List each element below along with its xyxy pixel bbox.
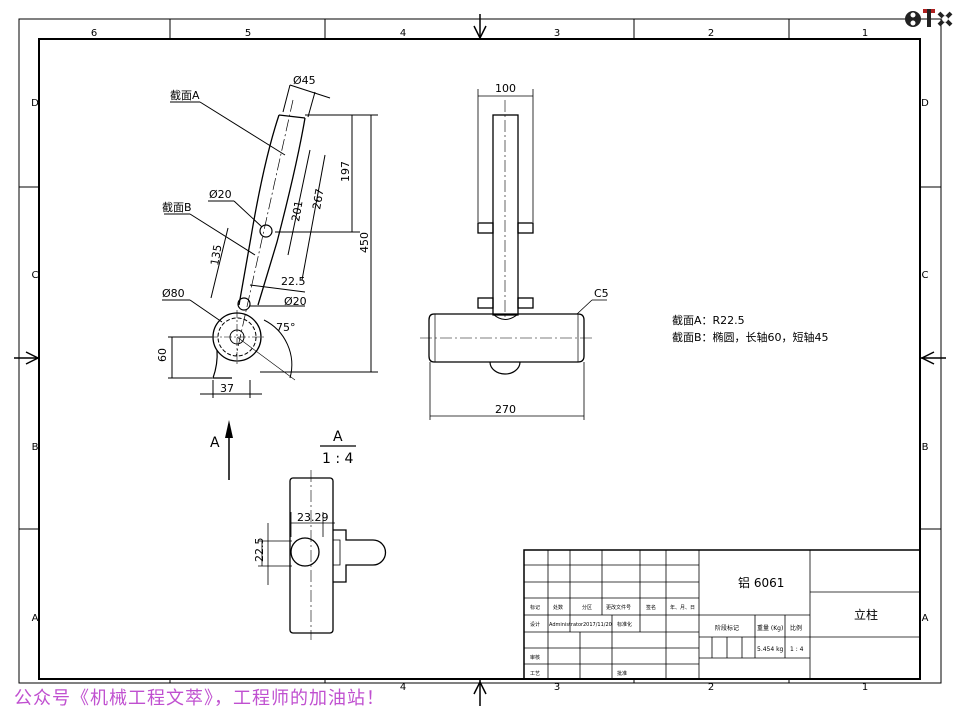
col-label-5: 5	[245, 28, 251, 39]
standard-label: 标准化	[617, 621, 632, 628]
watermark: 公众号《机械工程文萃》，工程师的加油站！	[14, 688, 385, 709]
logo-icon	[905, 9, 953, 27]
dim-22-5: 22.5	[281, 275, 306, 288]
row-label-a: A	[32, 613, 39, 624]
col-label-6: 6	[91, 28, 97, 39]
view-a-arrow-label: A	[210, 435, 220, 451]
row-label-right-c: C	[922, 270, 929, 281]
row-label-right-b: B	[922, 442, 929, 453]
col-label-1: 1	[862, 28, 868, 39]
dim-270: 270	[495, 403, 516, 416]
inner-border	[38, 38, 921, 680]
stage-label: 阶段标记	[715, 624, 739, 632]
design-date: 2017/11/20	[583, 622, 612, 628]
note-section-a: 截面A：R22.5	[672, 313, 745, 327]
side-view	[162, 84, 378, 398]
col-label-bottom-3: 3	[554, 682, 560, 693]
dim-60: 60	[156, 348, 169, 362]
section-a-label: 截面A	[170, 88, 200, 102]
row-label-right-a: A	[922, 613, 929, 624]
title-block	[523, 549, 921, 680]
designer-name: Administrator	[549, 622, 584, 628]
designer-label: 设计	[530, 621, 540, 628]
dim-135: 135	[208, 244, 224, 267]
view-a-title: A	[333, 429, 343, 445]
dim-dia20-upper: Ø20	[209, 188, 232, 201]
section-b-label: 截面B	[162, 200, 192, 214]
row-label-right-d: D	[921, 98, 929, 109]
dim-dia20-lower: Ø20	[284, 295, 307, 308]
front-view	[420, 89, 607, 420]
row-label-b: B	[32, 442, 39, 453]
hdr-zone: 分区	[582, 604, 592, 611]
col-label-bottom-2: 2	[708, 682, 714, 693]
view-a-labels: A A 1 : 4	[210, 429, 354, 467]
notes: 截面A：R22.5 截面B：椭圆，长轴60，短轴45	[672, 313, 829, 344]
dim-201: 201	[289, 200, 305, 223]
hdr-docno: 更改文件号	[606, 604, 631, 611]
dim-197: 197	[339, 161, 352, 182]
col-label-3: 3	[554, 28, 560, 39]
side-view-labels: 截面A 截面B Ø45 Ø20 Ø20 Ø80 197 267 201 135 …	[156, 74, 371, 395]
scale-value: 1 : 4	[790, 646, 804, 653]
col-label-bottom-1: 1	[862, 682, 868, 693]
hdr-date: 年、月、日	[670, 604, 695, 611]
dim-267: 267	[310, 188, 326, 211]
dim-dia45: Ø45	[293, 74, 316, 87]
weight-label: 重量 (Kg)	[757, 624, 783, 632]
view-a-dims: 23.29 22.5	[253, 511, 329, 562]
hdr-count: 处数	[553, 604, 563, 611]
row-label-c: C	[32, 270, 39, 281]
check-label: 审核	[530, 654, 540, 661]
process-label: 工艺	[530, 671, 540, 677]
note-section-b: 截面B：椭圆，长轴60，短轴45	[672, 330, 829, 344]
dim-angle-75: 75°	[276, 321, 296, 334]
approve-label: 批准	[617, 670, 627, 677]
dim-37: 37	[220, 382, 234, 395]
scale-label: 比例	[790, 624, 802, 632]
col-label-4: 4	[400, 28, 406, 39]
chamfer-c5: C5	[594, 287, 609, 300]
dim-450: 450	[358, 232, 371, 253]
view-a-arrow	[225, 420, 233, 480]
view-a-scale: 1 : 4	[322, 451, 354, 467]
dim-dia80: Ø80	[162, 287, 185, 300]
centering-marks	[14, 14, 946, 706]
zone-ticks	[19, 19, 941, 683]
dim-23-29: 23.29	[297, 511, 329, 524]
view-a-drawing	[258, 470, 387, 640]
title-block-text: 铝 6061 立柱 标记 处数 分区 更改文件号 签名 年、月、日 设计 Adm…	[530, 575, 878, 677]
hdr-sign: 签名	[646, 604, 656, 611]
weight-value: 5.454 kg	[757, 646, 784, 653]
col-label-2: 2	[708, 28, 714, 39]
dim-22-5-view-a: 22.5	[253, 538, 266, 563]
dim-100: 100	[495, 82, 516, 95]
front-view-labels: 100 270 C5	[495, 82, 609, 416]
hdr-mark: 标记	[530, 604, 540, 611]
row-label-d: D	[31, 98, 39, 109]
material: 铝 6061	[738, 575, 784, 590]
part-name: 立柱	[854, 607, 878, 622]
col-label-bottom-4: 4	[400, 682, 406, 693]
